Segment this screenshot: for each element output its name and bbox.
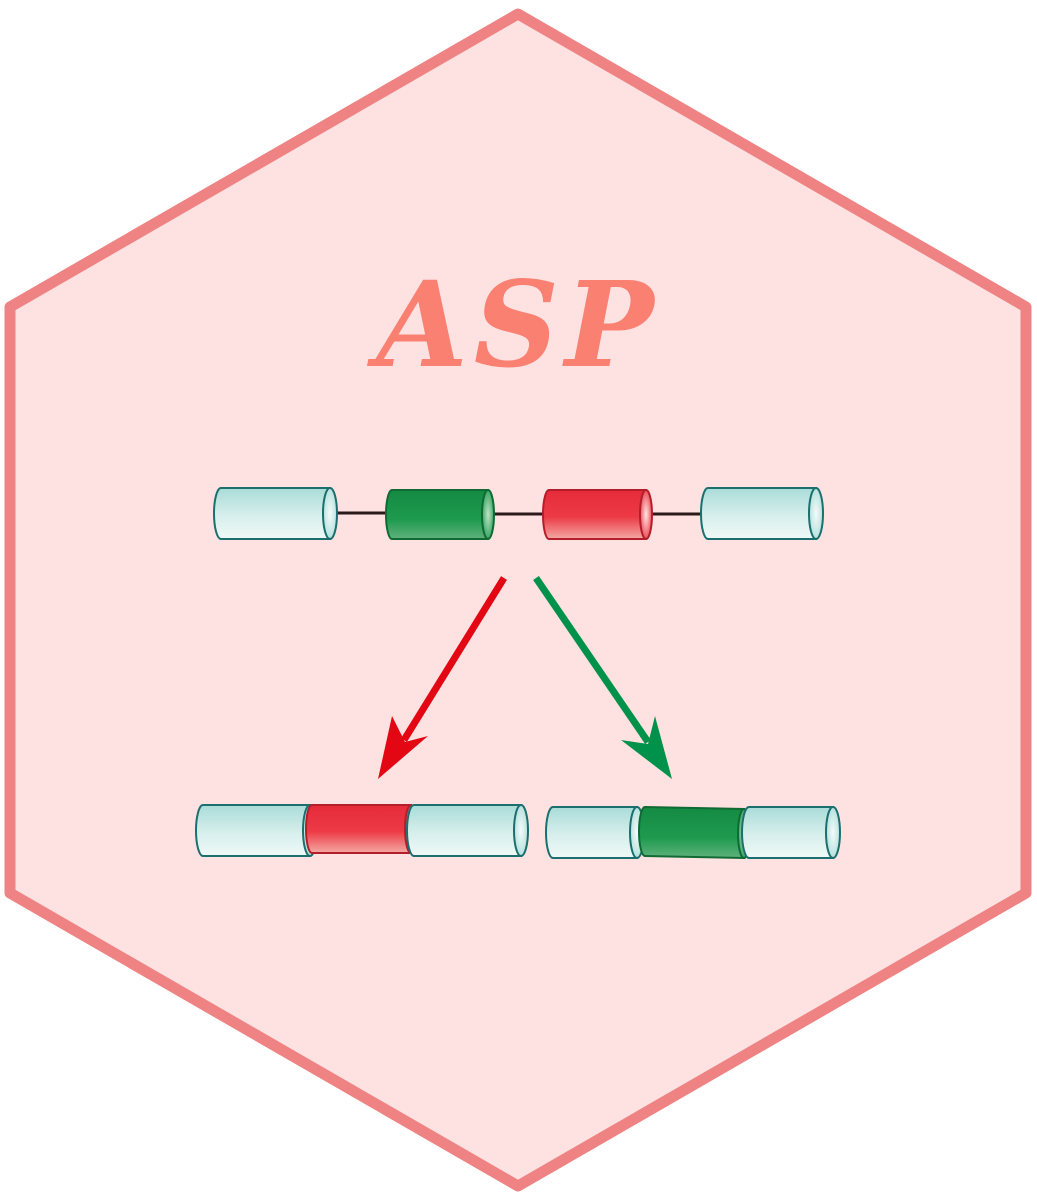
constitutive-exon xyxy=(213,487,338,540)
alternative-exon-green xyxy=(638,805,751,860)
pre-mrna xyxy=(213,487,824,540)
pre-mrna-introns xyxy=(332,511,702,516)
constitutive-exon xyxy=(545,806,645,859)
alternative-exon-green xyxy=(385,489,495,540)
alternative-exon-red xyxy=(542,489,653,540)
constitutive-exon xyxy=(195,804,318,857)
constitutive-exon xyxy=(741,806,841,859)
isoform-left xyxy=(195,804,529,857)
constitutive-exon xyxy=(406,804,529,857)
constitutive-exon xyxy=(700,487,824,540)
arrow-green xyxy=(533,576,672,779)
alternative-exon-red xyxy=(305,804,418,854)
logo-title: ASP xyxy=(366,255,660,394)
isoform-right xyxy=(545,805,841,860)
arrow-red xyxy=(378,576,507,779)
hexagon-badge xyxy=(4,8,1032,1192)
